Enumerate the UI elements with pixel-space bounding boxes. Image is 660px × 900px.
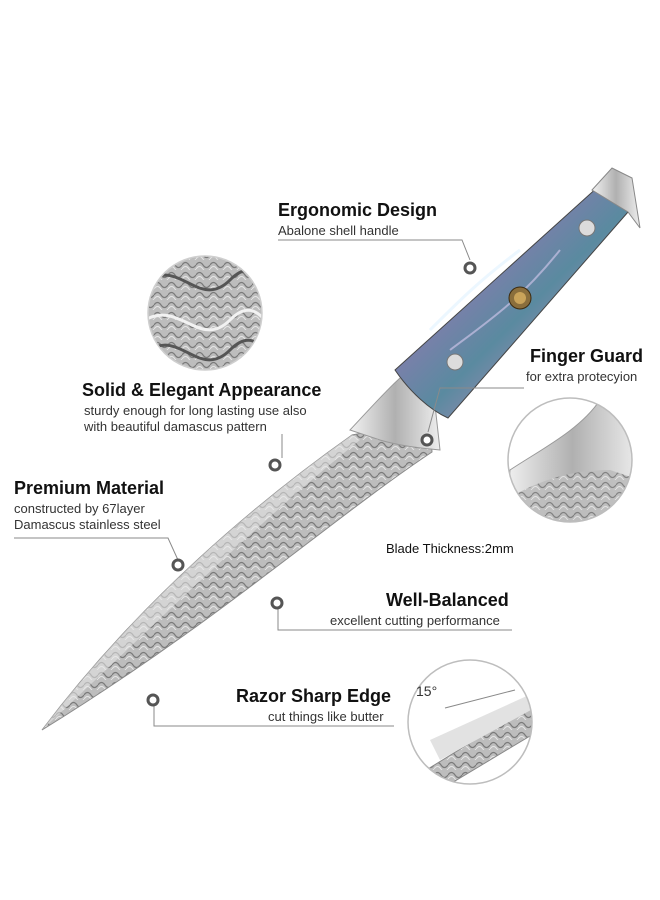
blade (41, 419, 433, 731)
razor-sharp-title: Razor Sharp Edge (236, 686, 392, 706)
well-balanced-title: Well-Balanced (386, 590, 509, 610)
ergonomic-design-title: Ergonomic Design (278, 200, 438, 220)
finger-guard-detail-circle (507, 397, 633, 523)
premium-material-title: Premium Material (14, 478, 165, 498)
blade-thickness-label: Blade Thickness:2mm (386, 541, 514, 556)
ergonomic-design-subtitle: Abalone shell handle (278, 223, 399, 238)
solid-elegant-title: Solid & Elegant Appearance (82, 380, 322, 400)
finger-guard-subtitle: for extra protecyion (526, 369, 638, 384)
solid-elegant-subtitle-line1: sturdy enough for long lasting use also (84, 403, 307, 418)
edge-angle-detail-circle (407, 659, 533, 785)
premium-material-subtitle-line1: constructed by 67layer (14, 501, 145, 516)
solid-elegant-subtitle-line2: with beautiful damascus pattern (84, 419, 267, 434)
razor-sharp-subtitle: cut things like butter (268, 709, 384, 724)
finger-guard-title: Finger Guard (530, 346, 644, 366)
damascus-detail-circle (147, 255, 263, 371)
leader-lines (14, 239, 524, 727)
premium-material-subtitle-line2: Damascus stainless steel (14, 517, 161, 532)
edge-angle-label: 15° (416, 683, 438, 699)
callout-markers (146, 261, 477, 707)
well-balanced-subtitle: excellent cutting performance (330, 613, 500, 628)
